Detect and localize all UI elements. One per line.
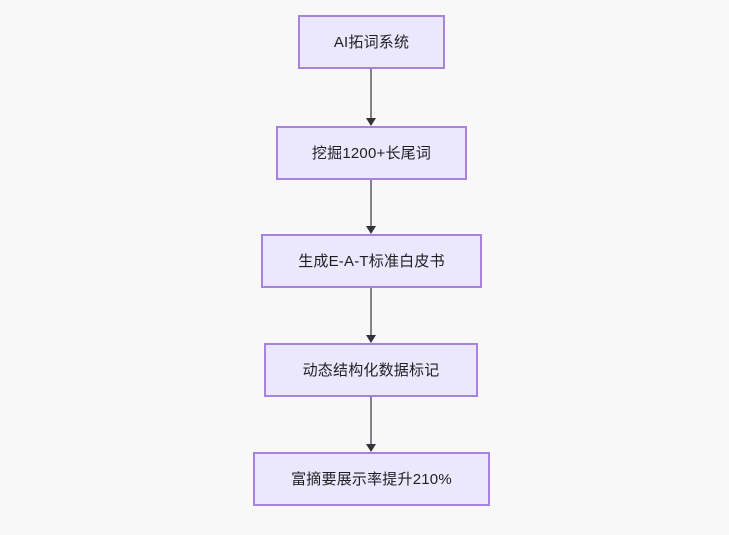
- flow-node-label: 动态结构化数据标记: [302, 361, 440, 379]
- flow-node-label: 生成E-A-T标准白皮书: [298, 252, 445, 270]
- arrowhead-icon: [366, 118, 376, 126]
- flow-node-ai-keyword-system[interactable]: AI拓词系统: [298, 15, 445, 69]
- edge-node-4-to-node-5: [366, 397, 376, 452]
- arrowhead-icon: [366, 226, 376, 234]
- edge-line: [370, 69, 372, 119]
- edge-node-1-to-node-2: [366, 69, 376, 126]
- flow-node-label: 富摘要展示率提升210%: [291, 470, 452, 488]
- edge-line: [370, 180, 372, 227]
- arrowhead-icon: [366, 444, 376, 452]
- edge-line: [370, 397, 372, 445]
- edge-node-2-to-node-3: [366, 180, 376, 234]
- flow-node-rich-snippet-result[interactable]: 富摘要展示率提升210%: [253, 452, 490, 506]
- edge-node-3-to-node-4: [366, 288, 376, 343]
- flow-node-eat-whitepaper[interactable]: 生成E-A-T标准白皮书: [261, 234, 482, 288]
- flow-node-longtail-mining[interactable]: 挖掘1200+长尾词: [276, 126, 467, 180]
- arrowhead-icon: [366, 335, 376, 343]
- flow-node-label: AI拓词系统: [333, 33, 410, 51]
- flow-node-label: 挖掘1200+长尾词: [311, 144, 432, 162]
- flow-node-structured-data-markup[interactable]: 动态结构化数据标记: [264, 343, 478, 397]
- edge-line: [370, 288, 372, 336]
